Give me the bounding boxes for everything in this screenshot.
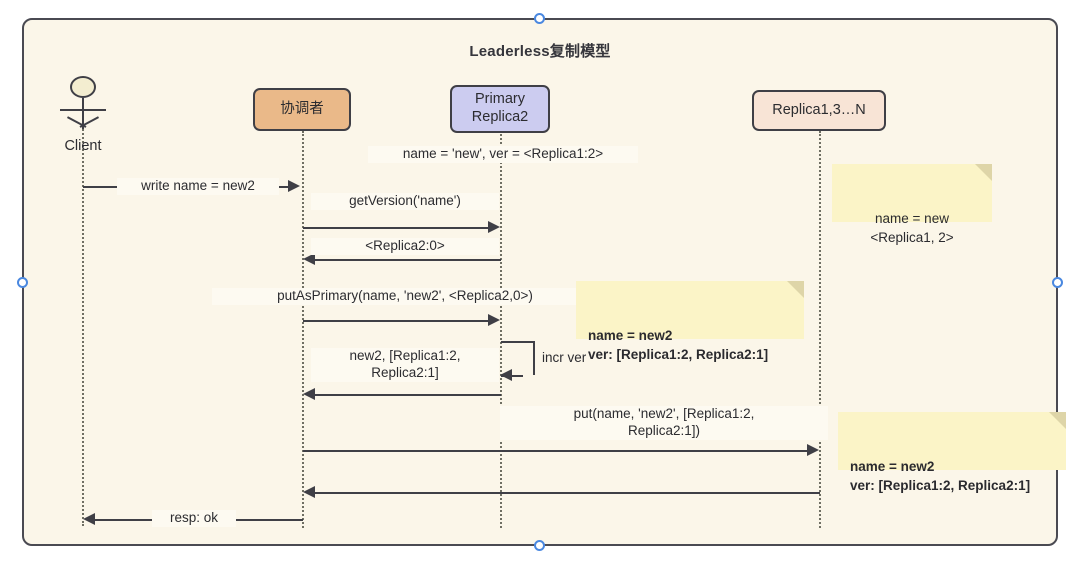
note-replicas-updated[interactable]: name = new2 ver: [Replica1:2, Replica2:1… [838,412,1066,493]
message-label-m4: putAsPrimary(name, 'new2', <Replica2,0>) [212,288,598,305]
arrowhead-m1 [288,180,300,192]
message-label-m1: write name = new2 [117,178,279,195]
note-fold-corner-icon [1049,412,1066,429]
actor-body-icon [82,98,84,129]
note-fold-corner-icon [975,164,992,181]
message-line-m8[interactable] [315,492,820,494]
arrowhead-m2 [488,221,500,233]
anchor-handle-bottom[interactable] [534,540,545,551]
message-selfloop-m5[interactable] [501,341,535,377]
note-primary-updated[interactable]: name = new2 ver: [Replica1:2, Replica2:1… [576,281,804,362]
actor-arms-icon [60,109,106,111]
arrowhead-m5 [500,369,512,381]
participant-coordinator[interactable]: 协调者 [253,88,351,131]
anchor-handle-left[interactable] [17,277,28,288]
arrowhead-m8 [303,486,315,498]
message-label-m5: incr ver [542,350,587,365]
note-text: name = new <Replica1, 2> [870,211,954,245]
actor-head-icon [70,76,96,98]
message-label-m3: <Replica2:0> [311,238,499,255]
arrowhead-m6 [303,388,315,400]
anchor-handle-right[interactable] [1052,277,1063,288]
participant-label-replicas: Replica1,3…N [772,101,866,118]
message-line-m7[interactable] [303,450,808,452]
participant-label-primary: Primary Replica2 [471,91,529,125]
message-line-m4[interactable] [303,320,489,322]
lifeline-coordinator [302,131,304,528]
message-label-m9: resp: ok [152,510,236,527]
message-label-m2: getVersion('name') [311,193,499,210]
arrowhead-m7 [807,444,819,456]
participant-label-client: Client [64,138,102,154]
message-line-m3[interactable] [315,259,501,261]
message-label-m7: put(name, 'new2', [Replica1:2, Replica2:… [500,406,828,440]
participant-label-coordinator: 协调者 [280,100,324,117]
anchor-handle-top[interactable] [534,13,545,24]
message-line-m6[interactable] [315,394,501,396]
message-label-m6: new2, [Replica1:2, Replica2:1] [311,348,499,382]
diagram-title: Leaderless复制模型 [469,43,611,60]
arrowhead-m9 [83,513,95,525]
participant-replicas[interactable]: Replica1,3…N [752,90,886,131]
arrowhead-m4 [488,314,500,326]
lifeline-client [82,126,84,526]
message-line-m2[interactable] [303,227,489,229]
arrowhead-m3 [303,253,315,265]
lifeline-primary [500,131,502,528]
note-text: name = new2 ver: [Replica1:2, Replica2:1… [588,328,769,362]
note-fold-corner-icon [787,281,804,298]
primary-state-label: name = 'new', ver = <Replica1:2> [368,146,638,163]
note-replica-state[interactable]: name = new <Replica1, 2> [832,164,992,245]
note-text: name = new2 ver: [Replica1:2, Replica2:1… [850,459,1031,493]
lifeline-replicas [819,131,821,528]
participant-primary[interactable]: Primary Replica2 [450,85,550,133]
